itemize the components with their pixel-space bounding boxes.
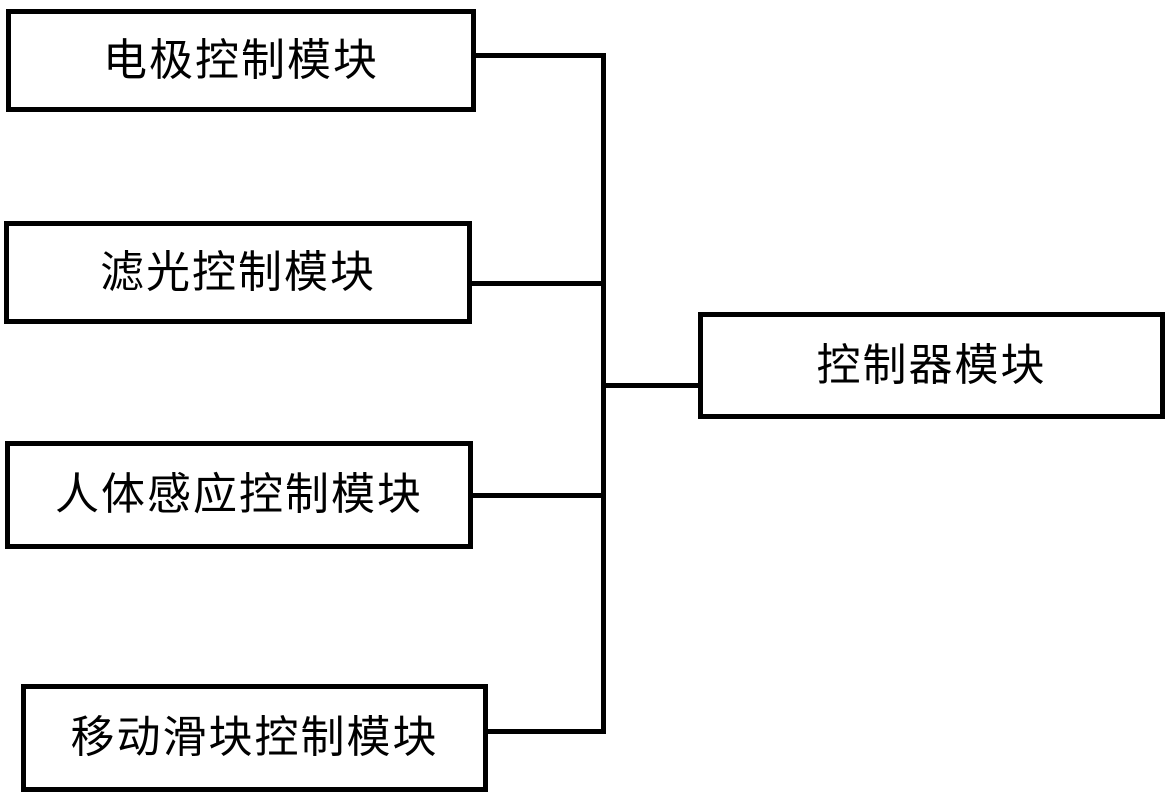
node-label-filter-control-module: 滤光控制模块 [100,246,376,298]
connector-human-sensing-to-bus [470,493,606,498]
node-label-moving-slider-control-module: 移动滑块控制模块 [70,712,439,763]
connector-bus-to-controller [601,383,701,388]
node-label-human-sensing-control-module: 人体感应控制模块 [55,469,423,520]
node-moving-slider-control-module[interactable]: 移动滑块控制模块 [21,684,488,792]
node-controller-module[interactable]: 控制器模块 [698,312,1165,419]
node-filter-control-module[interactable]: 滤光控制模块 [4,221,472,324]
connector-moving-slider-to-bus [485,729,606,734]
connector-filter-to-bus [470,281,606,286]
node-label-controller-module: 控制器模块 [816,339,1047,391]
node-label-electrode-control-module: 电极控制模块 [103,34,379,86]
node-human-sensing-control-module[interactable]: 人体感应控制模块 [5,441,473,549]
connector-electrode-to-bus [474,53,606,58]
connector-vertical-bus [601,53,606,734]
node-electrode-control-module[interactable]: 电极控制模块 [6,9,476,112]
